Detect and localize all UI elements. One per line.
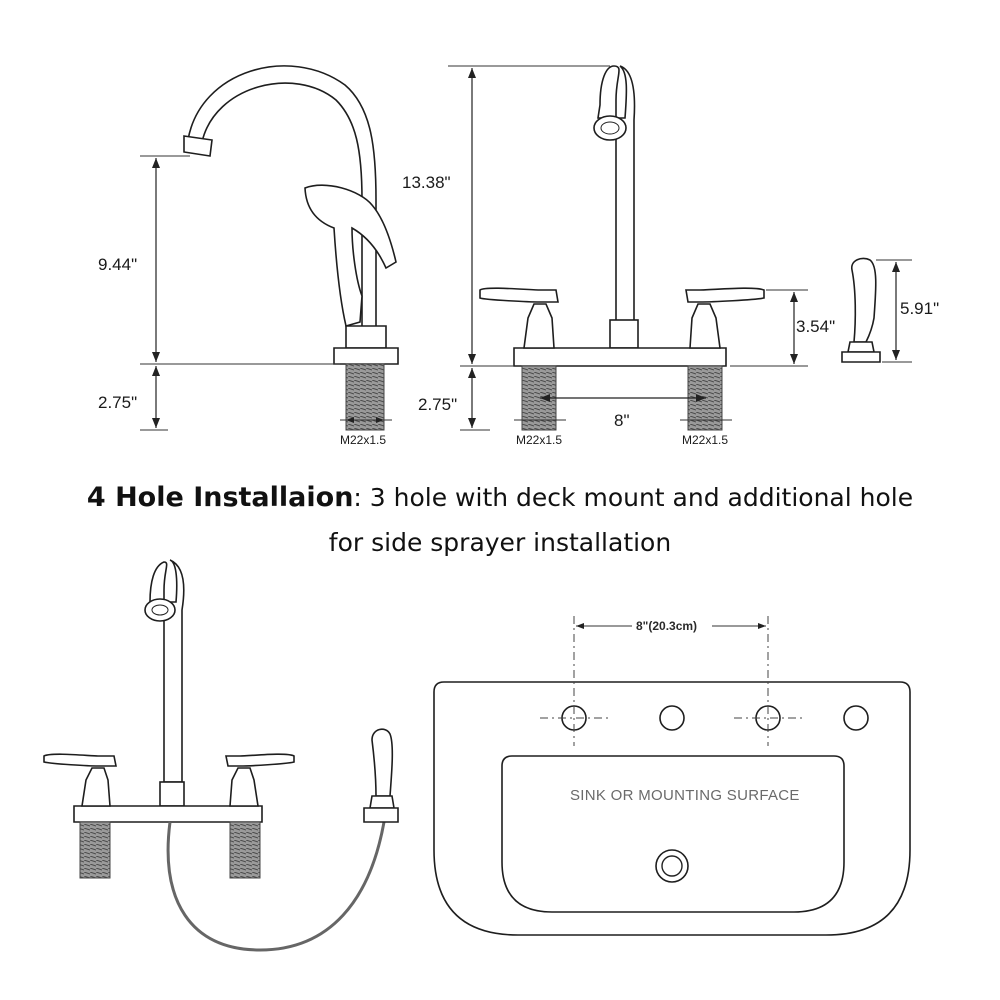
sprayer-dimensions	[876, 259, 912, 363]
sink-diagram	[433, 616, 911, 936]
side-shank-length-dimension: 2.75"	[98, 393, 137, 412]
sink-hole-spacing: 8"(20.3cm)	[636, 619, 697, 633]
caption-rest: : 3 hole with deck mount and additional …	[353, 483, 914, 512]
caption-line-2: for side sprayer installation	[328, 528, 672, 557]
overall-height-dimension: 13.38"	[402, 173, 451, 192]
caption-bold: 4 Hole Installaion	[86, 482, 354, 513]
side-view-dimensions	[140, 155, 392, 431]
front-view-faucet	[479, 65, 765, 431]
sink-label: SINK OR MOUNTING SURFACE	[570, 787, 800, 804]
handle-spacing-dimension: 8"	[614, 411, 630, 430]
side-sprayer	[841, 257, 881, 363]
sprayer-hole	[843, 705, 869, 731]
assembled-faucet	[43, 559, 399, 952]
caption-line-1: 4 Hole Installaion: 3 hole with deck mou…	[0, 482, 1000, 513]
side-thread-size: M22x1.5	[340, 433, 386, 447]
front-right-thread-size: M22x1.5	[682, 433, 728, 447]
spout-hole	[659, 705, 685, 731]
sprayer-height-dimension: 5.91"	[900, 299, 939, 318]
spout-height-dimension: 9.44"	[98, 255, 137, 274]
front-shank-length-dimension: 2.75"	[418, 395, 457, 414]
front-left-thread-size: M22x1.5	[516, 433, 562, 447]
handle-height-dimension: 3.54"	[796, 317, 835, 336]
front-view-dimensions	[448, 65, 808, 431]
side-view-faucet	[183, 65, 399, 431]
